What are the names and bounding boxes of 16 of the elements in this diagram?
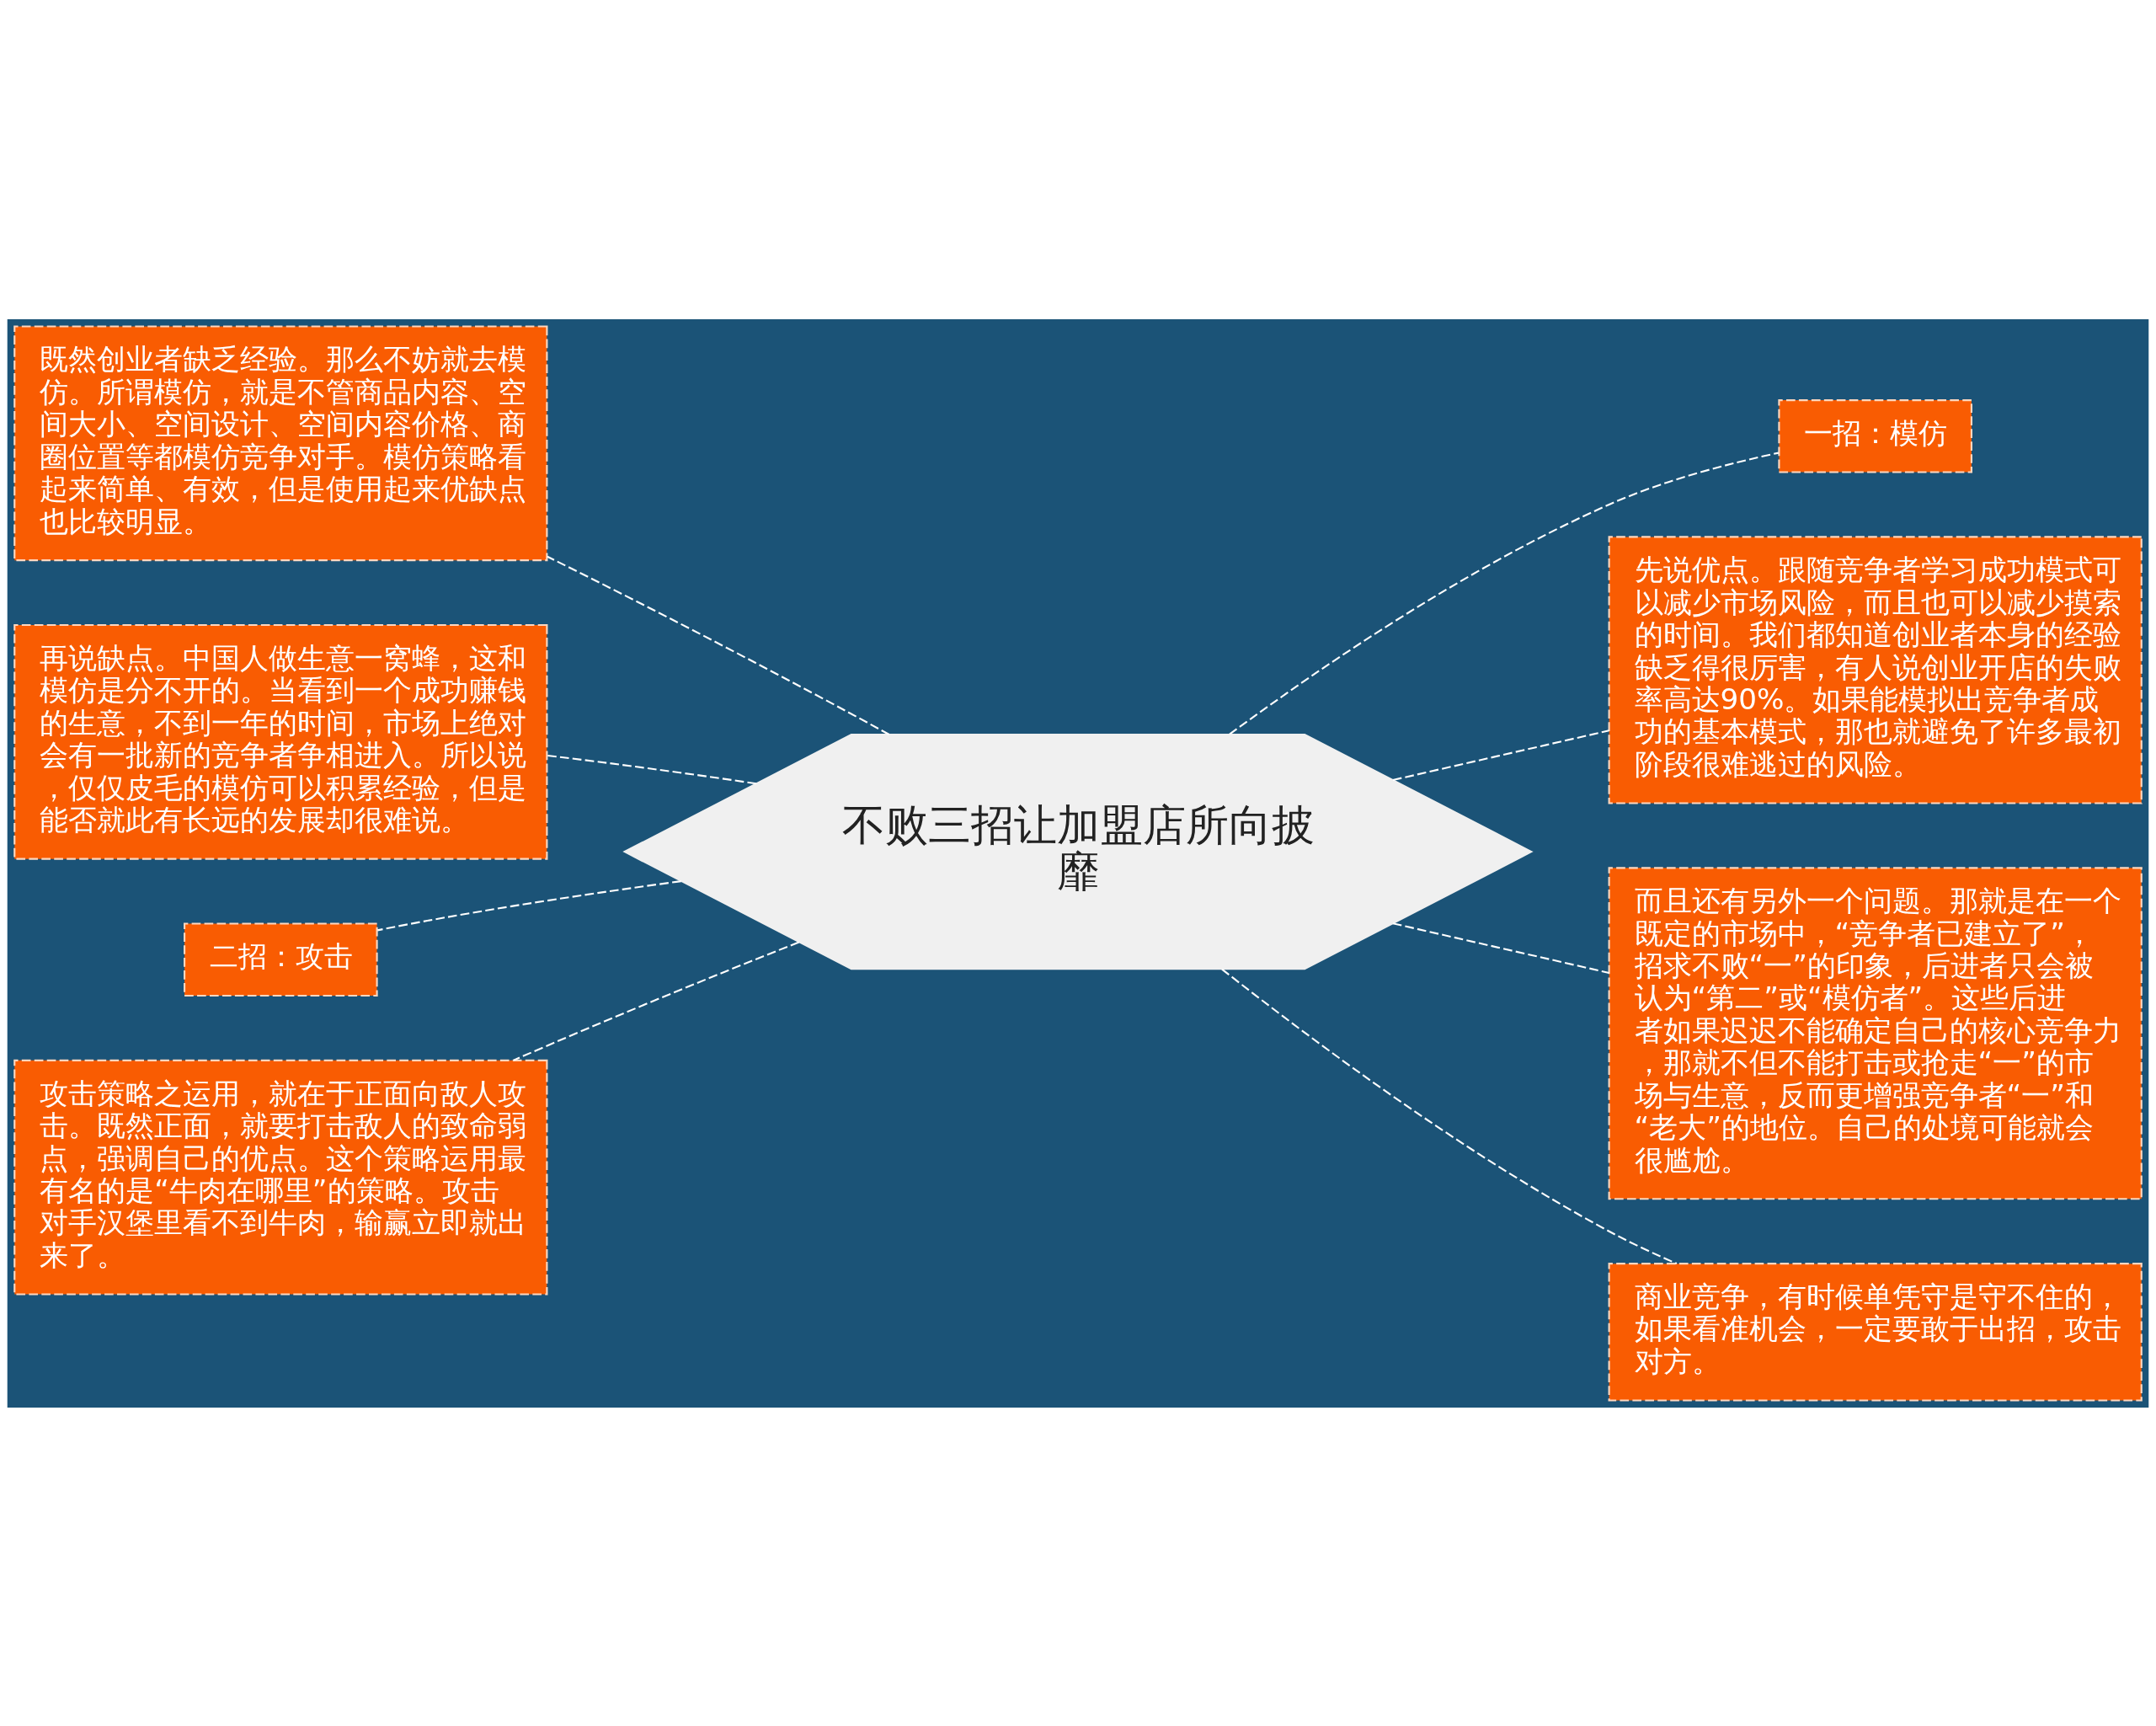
connector — [1392, 729, 1609, 781]
connector — [1392, 922, 1609, 974]
connector — [1229, 452, 1780, 735]
connector — [513, 941, 800, 1061]
connector — [377, 879, 681, 931]
connector — [547, 754, 757, 784]
node-box: 既然创业者缺乏经验。那么不妨就去模仿。所谓模仿，就是不管商品内容、空间大小、空间设计、空间内容价格、商圈位置等都模仿竞争对手。模仿策略看起来简单、有效，但是使用起来优缺点也比较明显。 — [13, 324, 548, 561]
node-box: 商业竞争，有时候单凭守是守不住的，如果看准机会，一定要敢于出招，攻击对方。 — [1608, 1262, 2143, 1402]
node-box: 二招：攻击 — [184, 922, 378, 997]
connector — [547, 555, 890, 735]
node-box: 攻击策略之运用，就在于正面向敌人攻击。既然正面，就要打击敌人的致命弱点，强调自己的优点。这个策略运用最有名的是“牛肉在哪里”的策略。攻击对手汉堡里看不到牛肉，输赢立即就出来了。 — [13, 1059, 548, 1296]
node-box: 先说优点。跟随竞争者学习成功模式可以减少市场风险，而且也可以减少摸索的时间。我们都知道创业者本身的经验缺乏得很厉害，有人说创业开店的失败率高达90%。如果能模拟出竞争者成功的基本模式，那也就避免了许多最初阶段很难逃过的风险。 — [1608, 535, 2143, 804]
connector — [1221, 968, 1678, 1264]
node-box: 而且还有另外一个问题。那就是在一个既定的市场中，“竞争者已建立了”，招求不败“一”的印象，后进者只会被认为“第二”或“模仿者”。这些后进者如果迟迟不能确定自己的核心竞争力，那就不但不能打击或抢走“一”的市场与生意，反而更增强竞争者“一”和“老大”的地位。自己的处境可能就会很尴尬。 — [1608, 866, 2143, 1200]
node-box: 一招：模仿 — [1778, 398, 1972, 473]
node-box: 再说缺点。中国人做生意一窝蜂，这和模仿是分不开的。当看到一个成功赚钱的生意，不到一年的时间，市场上绝对会有一批新的竞争者争相进入。所以说，仅仅皮毛的模仿可以积累经验，但是能否就此有长远的发展却很难说。 — [13, 623, 548, 860]
